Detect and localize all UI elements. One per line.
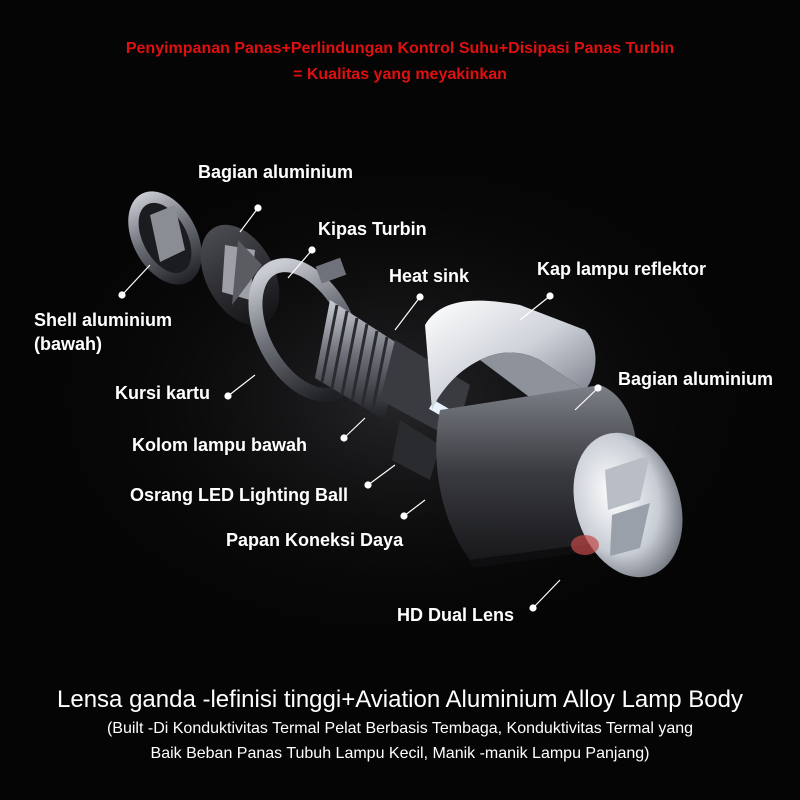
label-reflector-cap: Kap lampu reflektor (537, 259, 707, 279)
label-hd-dual-lens: HD Dual Lens (397, 605, 515, 625)
label-lower-lamp-column: Kolom lampu bawah (132, 435, 308, 455)
dual-lens-part (571, 432, 683, 578)
label-aluminium-shell-sub: (bawah) (34, 334, 103, 354)
headline-line-1: Penyimpanan Panas+Perlindungan Kontrol S… (125, 40, 675, 57)
heat-sink-part (315, 300, 400, 420)
callout-leaders (118, 204, 602, 612)
label-aluminium-shell: Shell aluminium (34, 310, 173, 330)
label-heat-sink: Heat sink (389, 266, 470, 286)
label-card-seat: Kursi kartu (115, 383, 211, 403)
rear-shell-part (128, 191, 202, 285)
footer-line-1: (Built -Di Konduktivitas Termal Pelat Be… (106, 720, 694, 737)
label-turbine-fan: Kipas Turbin (318, 219, 427, 239)
headline-line-2: = Kualitas yang meyakinkan (293, 66, 507, 83)
label-power-connection-board: Papan Koneksi Daya (226, 530, 404, 550)
label-aluminium-part-right: Bagian aluminium (618, 369, 774, 389)
footer-title: Lensa ganda -lefinisi tinggi+Aviation Al… (57, 686, 743, 713)
label-led-lighting-ball: Osrang LED Lighting Ball (130, 485, 349, 505)
footer-line-2: Baik Beban Panas Tubuh Lampu Kecil, Mani… (150, 745, 650, 762)
label-aluminium-part-top: Bagian aluminium (198, 162, 354, 182)
